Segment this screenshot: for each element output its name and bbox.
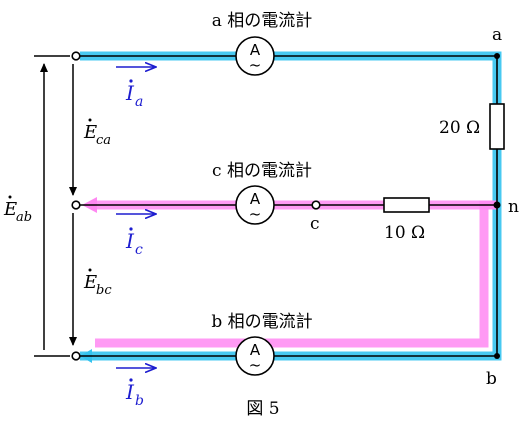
ammeter-a-symbol: A	[250, 41, 261, 59]
ammeter-c-tilde: ~	[249, 205, 262, 223]
current-label-ic: I c	[125, 227, 143, 258]
voltage-label-ebc: E bc	[83, 268, 112, 298]
svg-text:bc: bc	[96, 283, 112, 298]
figure-caption: 図 5	[246, 399, 279, 419]
node-label-n: n	[508, 197, 519, 217]
ammeter-a: A ~	[235, 36, 275, 76]
terminal-c	[71, 200, 81, 210]
svg-text:ca: ca	[96, 133, 111, 148]
ammeter-c-symbol: A	[250, 190, 261, 208]
ammeter-b: A ~	[235, 336, 275, 376]
resistor-20-label: 20 Ω	[439, 118, 480, 138]
svg-text:E: E	[3, 199, 17, 220]
voltage-arrows	[40, 63, 77, 350]
resistor-20-ohm	[489, 103, 505, 150]
current-label-ib: I b	[125, 378, 144, 409]
terminal-c-node	[311, 200, 321, 210]
svg-text:a: a	[135, 94, 143, 110]
current-label-ia: I a	[125, 79, 143, 110]
svg-text:I: I	[125, 229, 135, 253]
node-label-a: a	[492, 25, 502, 45]
resistor-10-label: 10 Ω	[384, 223, 425, 243]
svg-text:b: b	[135, 393, 144, 409]
terminal-a	[71, 51, 81, 61]
ammeter-a-tilde: ~	[249, 56, 262, 74]
node-a-dot	[494, 53, 500, 59]
ammeter-b-symbol: A	[250, 341, 261, 359]
svg-text:E: E	[83, 122, 97, 143]
ammeter-a-title: a 相の電流計	[212, 11, 313, 31]
current-arrows	[116, 67, 155, 368]
node-n-dot	[493, 201, 501, 209]
svg-text:I: I	[125, 380, 135, 404]
ammeter-b-tilde: ~	[249, 356, 262, 374]
ammeter-c-title: c 相の電流計	[212, 161, 312, 181]
svg-text:I: I	[125, 81, 135, 105]
voltage-label-eca: E ca	[83, 118, 111, 148]
resistor-10-ohm	[383, 197, 430, 213]
svg-text:E: E	[83, 272, 97, 293]
terminal-b	[71, 351, 81, 361]
terminals	[71, 51, 321, 361]
svg-text:ab: ab	[16, 210, 32, 225]
ammeter-b-title: b 相の電流計	[211, 312, 312, 332]
svg-text:c: c	[135, 242, 143, 258]
voltage-label-eab: E ab	[3, 195, 32, 225]
node-label-b: b	[486, 369, 497, 389]
ammeter-c: A ~	[235, 185, 275, 225]
node-label-c: c	[310, 214, 320, 234]
circuit-wires	[34, 55, 498, 357]
node-b-dot	[494, 353, 500, 359]
